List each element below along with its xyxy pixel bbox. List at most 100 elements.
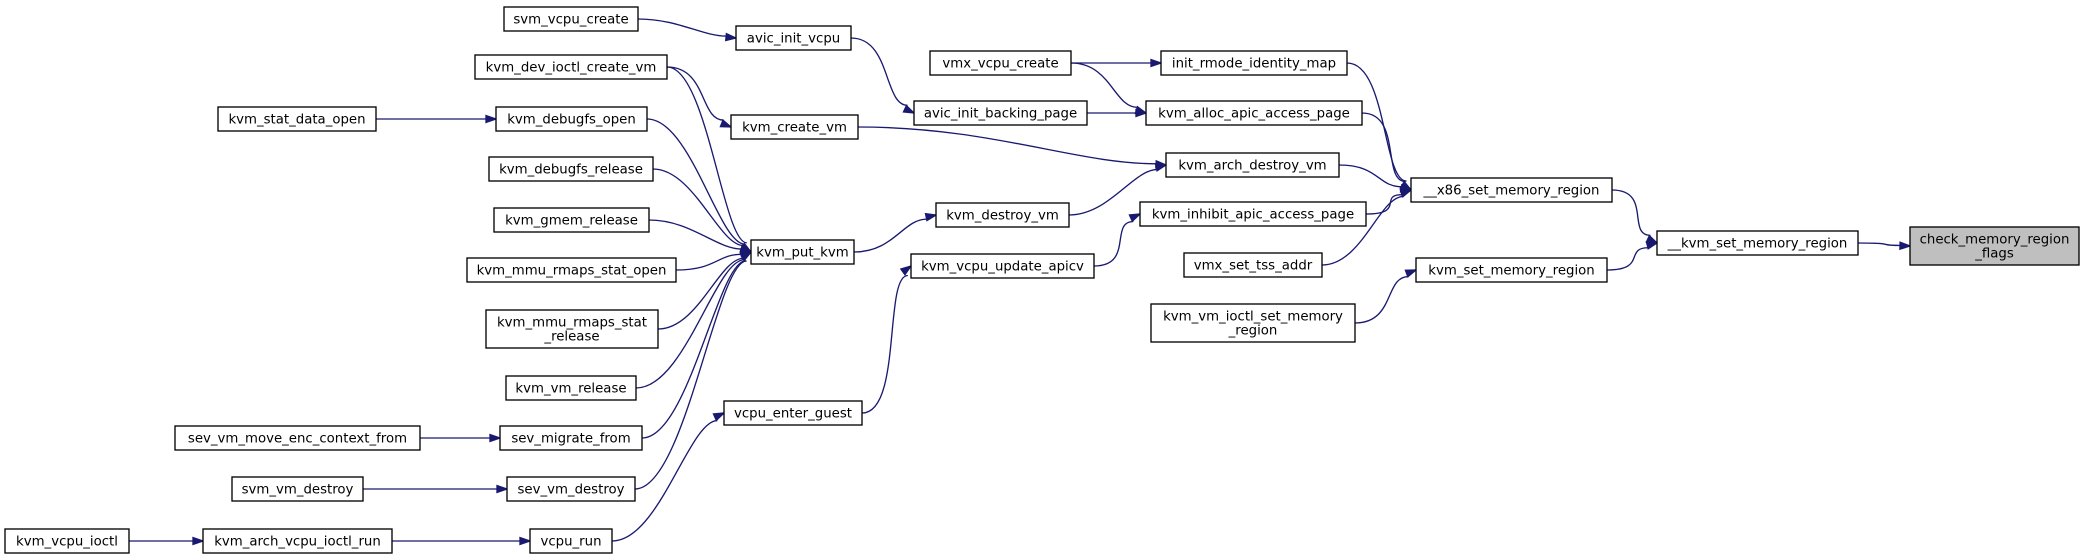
node-svm-vm-destroy[interactable]: svm_vm_destroy — [231, 476, 364, 502]
node-label: kvm_debugfs_release — [499, 163, 643, 178]
node-box — [1165, 152, 1340, 178]
edge-n4-n2 — [1346, 62, 1413, 192]
edge-n8-n2 — [1321, 189, 1413, 266]
node-label: _region — [1228, 324, 1278, 339]
node-kvm-set-memory-region[interactable]: __kvm_set_memory_region — [1656, 230, 1859, 256]
edge-line — [1068, 168, 1158, 216]
edge-line — [675, 253, 742, 271]
node-kvm-put-kvm[interactable]: kvm_put_kvm — [750, 239, 855, 265]
edge-line — [657, 257, 744, 330]
node-kvm-vm-release[interactable]: kvm_vm_release — [505, 375, 637, 401]
node-label: kvm_vcpu_update_apicv — [921, 260, 1084, 275]
node-vcpu-enter-guest[interactable]: vcpu_enter_guest — [723, 400, 863, 426]
node-box — [1183, 252, 1323, 278]
edge-n29-n20 — [375, 114, 499, 124]
node-label: kvm_vcpu_ioctl — [16, 535, 118, 550]
node-label: __x86_set_memory_region — [1423, 184, 1600, 199]
edge-arrowhead — [712, 412, 726, 422]
node-box — [466, 257, 677, 283]
node-vcpu-run[interactable]: vcpu_run — [529, 528, 613, 554]
node-kvm-vcpu-ioctl[interactable]: kvm_vcpu_ioctl — [4, 528, 130, 554]
node-kvm-mmu-rmaps-stat-release[interactable]: kvm_mmu_rmaps_stat_release — [485, 309, 659, 349]
node-box — [1909, 226, 2080, 266]
node-label: kvm_arch_vcpu_ioctl_run — [214, 535, 381, 550]
edge-arrowhead — [724, 32, 739, 42]
edge-arrowhead — [485, 114, 499, 124]
node-label: kvm_debugfs_open — [507, 113, 636, 128]
edge-line — [641, 259, 747, 439]
node-label: sev_vm_move_enc_context_from — [188, 432, 407, 447]
node-label: sev_vm_destroy — [517, 483, 624, 498]
node-kvm-destroy-vm[interactable]: kvm_destroy_vm — [935, 202, 1070, 228]
node-avic-init-backing-page[interactable]: avic_init_backing_page — [913, 100, 1088, 126]
node-x86-set-memory-region[interactable]: __x86_set_memory_region — [1410, 177, 1613, 203]
node-box — [174, 425, 421, 451]
node-box — [485, 309, 659, 349]
node-init-rmode-identity-map[interactable]: init_rmode_identity_map — [1160, 50, 1348, 76]
node-box — [202, 528, 393, 554]
edge-line — [1321, 195, 1404, 266]
node-kvm-create-vm[interactable]: kvm_create_vm — [730, 114, 859, 140]
edge-arrowhead — [719, 118, 733, 128]
node-label: kvm_destroy_vm — [946, 209, 1059, 224]
node-box — [735, 25, 852, 51]
node-kvm-alloc-apic-access-page[interactable]: kvm_alloc_apic_access_page — [1145, 100, 1363, 126]
node-kvm-debugfs-open[interactable]: kvm_debugfs_open — [495, 106, 648, 132]
node-vmx-vcpu-create[interactable]: vmx_vcpu_create — [929, 50, 1072, 76]
node-kvm-set-memory-region[interactable]: kvm_set_memory_region — [1415, 257, 1608, 283]
node-box — [217, 106, 377, 132]
node-kvm-stat-data-open[interactable]: kvm_stat_data_open — [217, 106, 377, 132]
node-sev-vm-move-enc-context-from[interactable]: sev_vm_move_enc_context_from — [174, 425, 421, 451]
node-kvm-arch-vcpu-ioctl-run[interactable]: kvm_arch_vcpu_ioctl_run — [202, 528, 393, 554]
node-sev-migrate-from[interactable]: sev_migrate_from — [499, 425, 643, 451]
edge-arrowhead — [1150, 58, 1164, 68]
node-label: _release — [543, 330, 599, 345]
edge-line — [652, 168, 744, 247]
node-svm-vcpu-create[interactable]: svm_vcpu_create — [503, 6, 639, 32]
edge-line — [1611, 189, 1651, 237]
node-kvm-vm-ioctl-set-memory-region[interactable]: kvm_vm_ioctl_set_memory_region — [1150, 303, 1356, 343]
edge-line — [646, 118, 745, 245]
node-label: _flags — [1974, 247, 2014, 262]
node-kvm-arch-destroy-vm[interactable]: kvm_arch_destroy_vm — [1165, 152, 1340, 178]
edge-line — [1606, 247, 1649, 271]
edge-n17-n14 — [861, 264, 913, 414]
edge-line — [1354, 275, 1409, 324]
node-check-memory-region-flags[interactable]: check_memory_region_flags — [1909, 226, 2080, 266]
node-kvm-gmem-release[interactable]: kvm_gmem_release — [493, 207, 650, 233]
node-label: avic_init_vcpu — [747, 32, 840, 47]
node-label: __kvm_set_memory_region — [1667, 237, 1848, 252]
edge-arrowhead — [899, 264, 913, 276]
node-kvm-dev-ioctl-create-vm[interactable]: kvm_dev_ioctl_create_vm — [474, 54, 668, 80]
edge-arrowhead — [902, 104, 916, 114]
node-box — [499, 425, 643, 451]
node-vmx-set-tss-addr[interactable]: vmx_set_tss_addr — [1183, 252, 1323, 278]
edge-line — [850, 37, 908, 107]
node-label: kvm_arch_destroy_vm — [1178, 159, 1326, 174]
edge-n18-n15 — [637, 18, 739, 42]
node-label: kvm_vm_release — [515, 382, 626, 397]
node-sev-vm-destroy[interactable]: sev_vm_destroy — [506, 476, 636, 502]
edge-arrowhead — [1128, 213, 1142, 223]
node-label: kvm_create_vm — [742, 121, 847, 136]
node-kvm-vcpu-update-apicv[interactable]: kvm_vcpu_update_apicv — [910, 253, 1095, 279]
node-label: kvm_gmem_release — [505, 214, 638, 229]
node-box — [1410, 177, 1613, 203]
edge-arrowhead — [739, 250, 753, 262]
node-box — [1415, 257, 1608, 283]
edge-line — [611, 419, 718, 542]
node-label: vcpu_enter_guest — [734, 407, 852, 422]
node-avic-init-vcpu[interactable]: avic_init_vcpu — [735, 25, 852, 51]
node-box — [1145, 100, 1363, 126]
node-kvm-debugfs-release[interactable]: kvm_debugfs_release — [488, 156, 654, 182]
node-box — [506, 476, 636, 502]
node-box — [730, 114, 859, 140]
edge-arrowhead — [1399, 189, 1413, 198]
node-kvm-inhibit-apic-access-page[interactable]: kvm_inhibit_apic_access_page — [1139, 201, 1367, 227]
edge-n9-n3 — [1354, 269, 1418, 324]
node-label: kvm_dev_ioctl_create_vm — [486, 61, 657, 76]
node-label: vcpu_run — [540, 535, 601, 550]
node-box — [1150, 303, 1356, 343]
node-kvm-mmu-rmaps-stat-open[interactable]: kvm_mmu_rmaps_stat_open — [466, 257, 677, 283]
